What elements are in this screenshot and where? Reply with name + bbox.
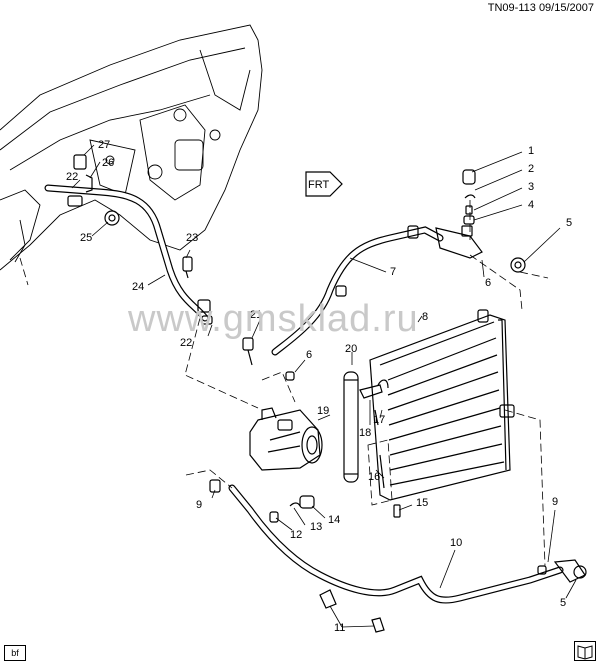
callout-23: 23 xyxy=(186,232,198,244)
callout-13: 13 xyxy=(310,521,322,533)
callout-5-upper: 5 xyxy=(566,217,572,229)
callout-21: 21 xyxy=(250,309,262,321)
callout-2: 2 xyxy=(528,163,534,175)
bracket-16 xyxy=(367,439,401,518)
corner-tag: bf xyxy=(4,645,26,661)
callout-4: 4 xyxy=(528,199,534,211)
callout-8: 8 xyxy=(422,311,428,323)
callout-6-lower: 6 xyxy=(306,349,312,361)
liquid-line-10 xyxy=(209,479,587,604)
callout-25: 25 xyxy=(80,232,92,244)
callout-numbers: 1 2 3 4 5 5 6 6 7 8 9 9 10 11 12 13 14 1… xyxy=(66,139,572,634)
callout-26: 26 xyxy=(102,157,114,169)
diagram-date: 09/15/2007 xyxy=(538,2,594,14)
bracket-17-18 xyxy=(359,379,389,426)
nut-5-upper xyxy=(510,257,526,273)
callout-9-right: 9 xyxy=(552,496,558,508)
callout-24: 24 xyxy=(132,281,144,293)
callout-9-left: 9 xyxy=(196,499,202,511)
leader-lines xyxy=(71,144,577,628)
callout-20: 20 xyxy=(345,343,357,355)
firewall-structure xyxy=(0,24,263,271)
diagram-header: TN09-113 09/15/2007 xyxy=(488,2,594,14)
fittings-1-4 xyxy=(462,169,476,225)
diagram-id: TN09-113 xyxy=(487,2,536,14)
front-direction-label: FRT xyxy=(308,179,329,191)
suction-hose-24 xyxy=(44,184,213,325)
fittings-upper-left xyxy=(73,154,193,279)
callout-18: 18 xyxy=(359,427,371,439)
discharge-hose-7 xyxy=(271,225,483,356)
callout-27: 27 xyxy=(98,139,110,151)
book-icon xyxy=(574,641,596,661)
callout-11: 11 xyxy=(334,622,345,634)
dashed-connectors xyxy=(19,200,549,567)
callout-15: 15 xyxy=(416,497,428,509)
callout-22-lower: 22 xyxy=(180,337,192,349)
clips-11 xyxy=(319,589,385,633)
callout-3: 3 xyxy=(528,181,534,193)
callout-1: 1 xyxy=(528,145,534,157)
callout-10: 10 xyxy=(450,537,462,549)
receiver-dryer-20 xyxy=(343,371,359,483)
callout-5-lower: 5 xyxy=(560,597,566,609)
fittings-12-14 xyxy=(269,495,315,523)
compressor-19 xyxy=(249,407,323,471)
callout-22-upper: 22 xyxy=(66,171,78,183)
condenser-8 xyxy=(369,309,515,501)
callout-6-upper: 6 xyxy=(485,277,491,289)
callout-12: 12 xyxy=(290,529,302,541)
callout-14: 14 xyxy=(328,514,340,526)
callout-16: 16 xyxy=(368,471,380,483)
front-direction-indicator: FRT xyxy=(305,171,343,197)
bolt-21 xyxy=(242,337,295,381)
callout-19: 19 xyxy=(317,405,329,417)
callout-7: 7 xyxy=(390,266,396,278)
callout-17: 17 xyxy=(373,414,385,426)
